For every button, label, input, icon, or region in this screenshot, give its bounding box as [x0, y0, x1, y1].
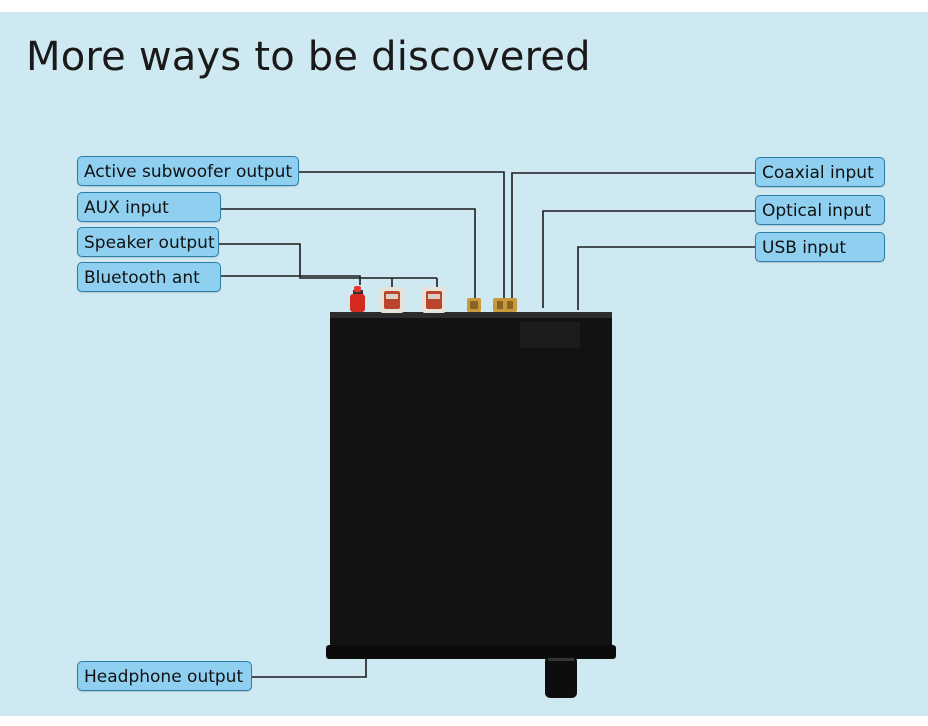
- device-top-edge: [330, 312, 612, 318]
- label-headphone-output: Headphone output: [77, 661, 252, 691]
- leader-aux: [220, 208, 476, 298]
- device-body: [330, 312, 612, 658]
- label-coaxial-input: Coaxial input: [755, 157, 885, 187]
- label-bluetooth-ant: Bluetooth ant: [77, 262, 221, 292]
- volume-knob-icon: [545, 656, 577, 698]
- label-active-subwoofer-output: Active subwoofer output: [77, 156, 299, 186]
- leader-speaker: [218, 243, 437, 279]
- amplifier-device: [326, 312, 616, 659]
- speaker-terminal-right-icon: [422, 287, 446, 313]
- device-front-lip: [326, 645, 616, 659]
- label-usb-input: USB input: [755, 232, 885, 262]
- label-optical-input: Optical input: [755, 195, 885, 225]
- leader-headphone: [252, 658, 367, 678]
- label-aux-input: AUX input: [77, 192, 221, 222]
- speaker-terminal-left-icon: [380, 287, 404, 313]
- label-speaker-output: Speaker output: [77, 227, 219, 257]
- leader-bluetooth: [220, 275, 361, 285]
- bluetooth-antenna-icon: [350, 286, 365, 312]
- leader-usb: [577, 246, 756, 310]
- subwoofer-coaxial-jacks-icon: [493, 298, 517, 312]
- aux-jack-icon: [467, 298, 481, 312]
- device-rear-panel-mark: [520, 322, 580, 348]
- leader-optical: [542, 210, 756, 308]
- page-title: More ways to be discovered: [26, 34, 591, 80]
- leader-active-subwoofer: [298, 171, 505, 298]
- leader-lines: [218, 171, 756, 678]
- leader-coaxial: [511, 172, 756, 298]
